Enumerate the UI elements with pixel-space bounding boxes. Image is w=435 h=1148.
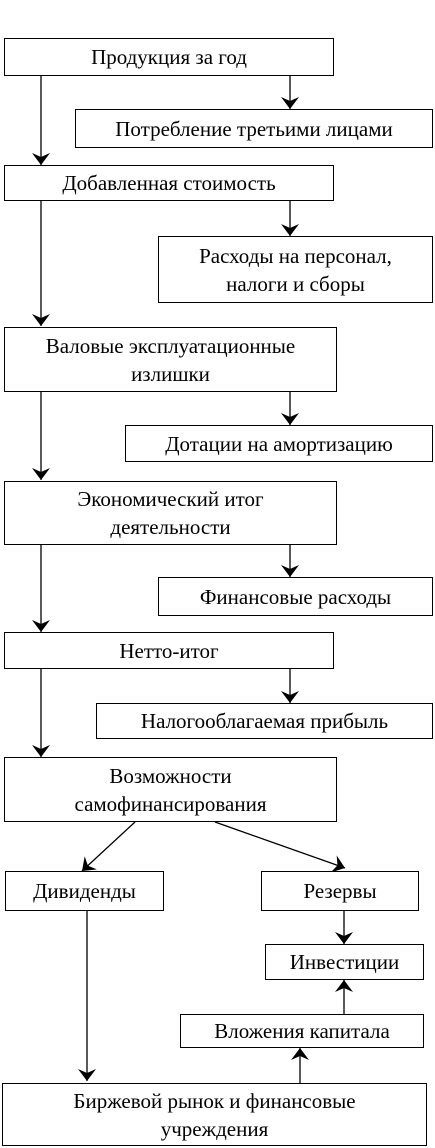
node-stock-market-label: Биржевой рынок и финансовые учреждения bbox=[73, 1088, 356, 1141]
node-value-added-label: Добавленная стоимость bbox=[62, 171, 276, 195]
node-net-result-label: Нетто-итог bbox=[119, 638, 219, 663]
node-financial-expenses-label: Финансовые расходы bbox=[199, 584, 392, 609]
node-stock-market: Биржевой рынок и финансовые учреждения bbox=[2, 1083, 427, 1146]
node-gross-surplus: Валовые эксплуатационные излишки bbox=[4, 327, 337, 392]
arrow-self-financing-to-reserves bbox=[214, 821, 346, 873]
node-taxable-profit: Налогооблагаемая прибыль bbox=[96, 703, 433, 739]
node-economic-result: Экономический итог деятельности bbox=[4, 481, 337, 545]
node-financial-expenses: Финансовые расходы bbox=[158, 577, 433, 616]
node-self-financing: Возможности самофинансирования bbox=[4, 757, 337, 822]
node-depreciation: Дотации на амортизацию bbox=[125, 425, 433, 462]
node-personnel-label: Расходы на персонал, налоги и сборы bbox=[199, 243, 392, 296]
node-self-financing-label: Возможности самофинансирования bbox=[74, 763, 267, 816]
node-dividends-label: Дивиденды bbox=[33, 879, 136, 903]
node-reserves-label: Резервы bbox=[303, 879, 377, 903]
node-personnel: Расходы на персонал, налоги и сборы bbox=[158, 236, 433, 303]
node-depreciation-label: Дотации на амортизацию bbox=[165, 431, 393, 456]
node-gross-surplus-label: Валовые эксплуатационные излишки bbox=[45, 333, 296, 386]
node-investments-label: Инвестиции bbox=[289, 950, 400, 974]
node-reserves: Резервы bbox=[261, 871, 419, 911]
node-investments: Инвестиции bbox=[265, 944, 424, 980]
node-third-party: Потребление третьими лицами bbox=[75, 109, 433, 148]
node-taxable-profit-label: Налогооблагаемая прибыль bbox=[140, 709, 389, 733]
node-production-label: Продукция за год bbox=[91, 45, 247, 69]
node-capital-investment-label: Вложения капитала bbox=[214, 1019, 390, 1043]
node-production: Продукция за год bbox=[4, 38, 334, 76]
node-net-result: Нетто-итог bbox=[4, 632, 334, 669]
node-value-added: Добавленная стоимость bbox=[4, 165, 334, 201]
node-economic-result-label: Экономический итог деятельности bbox=[77, 487, 264, 539]
node-capital-investment: Вложения капитала bbox=[180, 1014, 424, 1048]
arrow-self-financing-to-dividends bbox=[81, 821, 136, 872]
node-third-party-label: Потребление третьими лицами bbox=[115, 116, 393, 141]
node-dividends: Дивиденды bbox=[5, 871, 164, 911]
